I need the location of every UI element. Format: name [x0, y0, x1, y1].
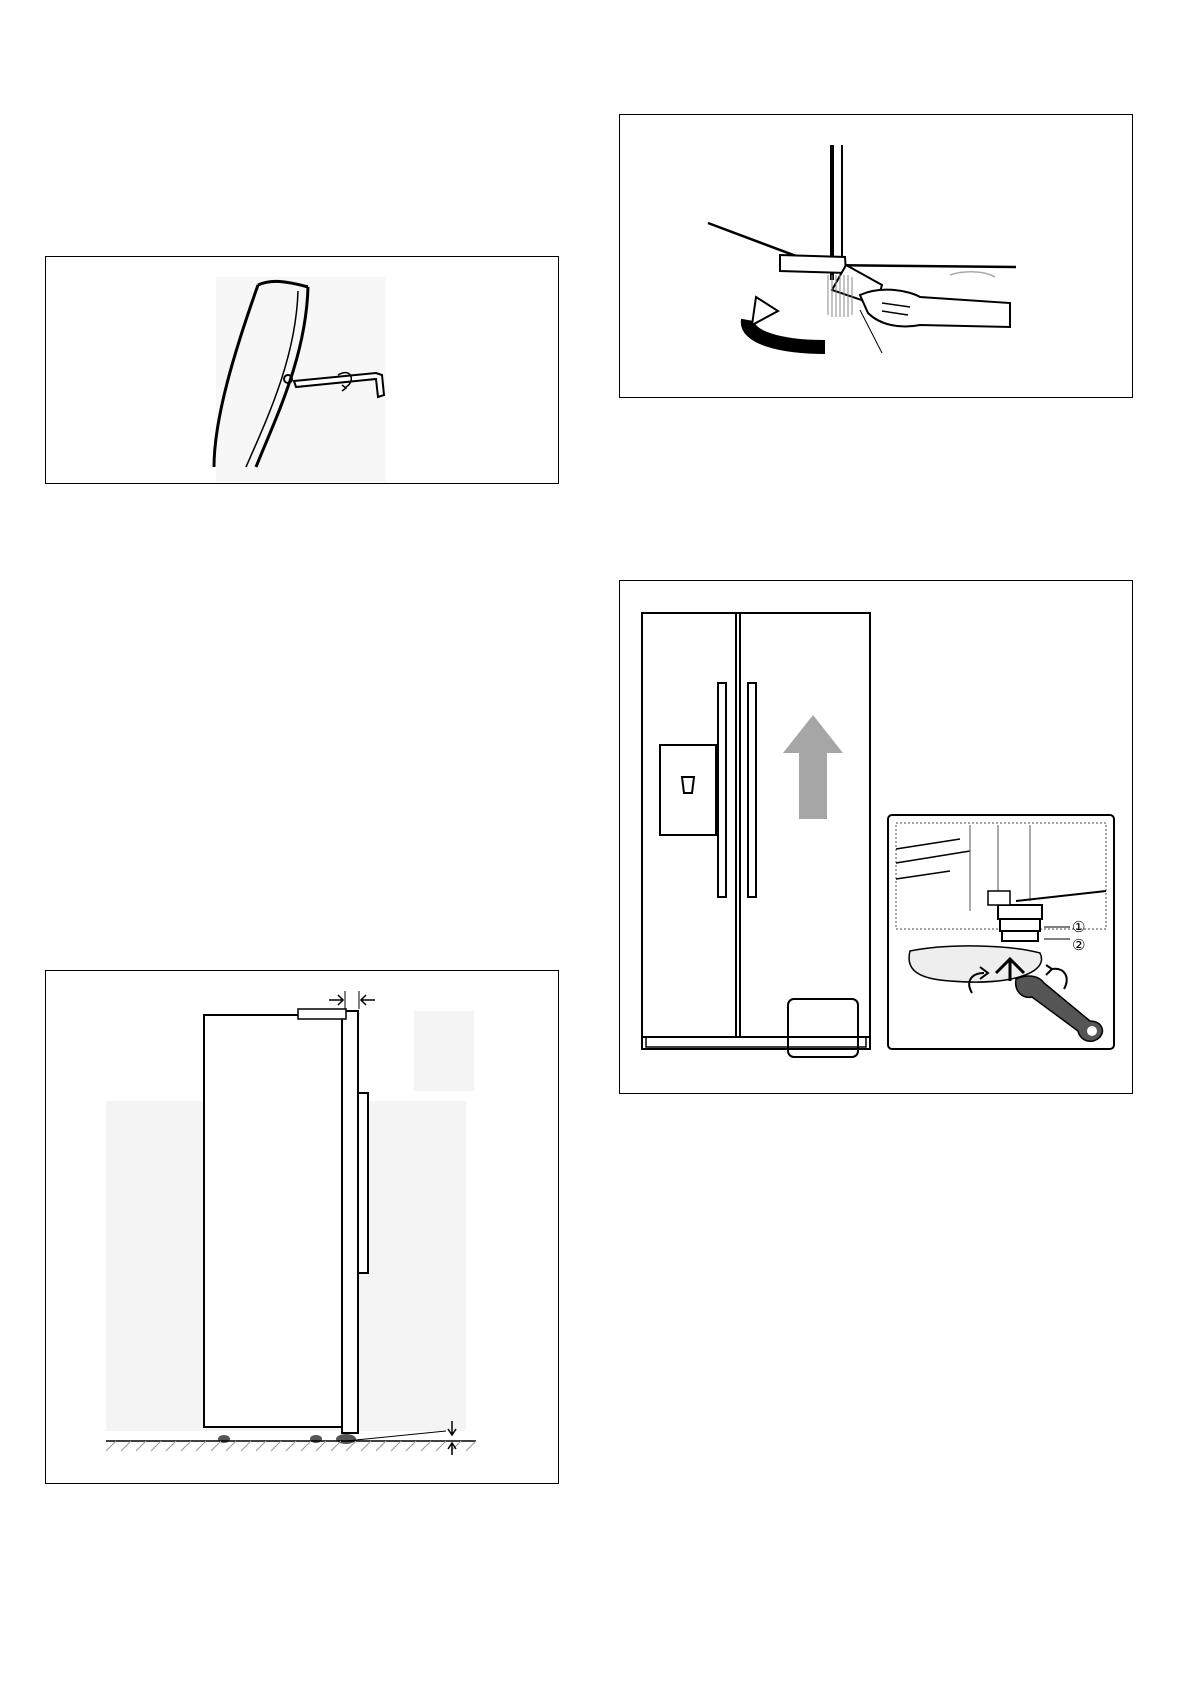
figure-refrigerator-leveling: ① ② [619, 580, 1133, 1094]
hand-adjusting-door-hinge-illustration [620, 115, 1132, 397]
figure-refrigerator-side-tilt [45, 970, 559, 1484]
refrigerator-leveling-illustration: ① ② [620, 581, 1132, 1093]
figure-door-screw-adjust [45, 256, 559, 484]
callout-1: ① [1072, 918, 1085, 936]
figure-door-hinge-adjust [619, 114, 1133, 398]
hex-key-door-screw-illustration [46, 257, 558, 483]
callout-2: ② [1072, 936, 1085, 954]
refrigerator-side-view-tilt-illustration [46, 971, 558, 1483]
